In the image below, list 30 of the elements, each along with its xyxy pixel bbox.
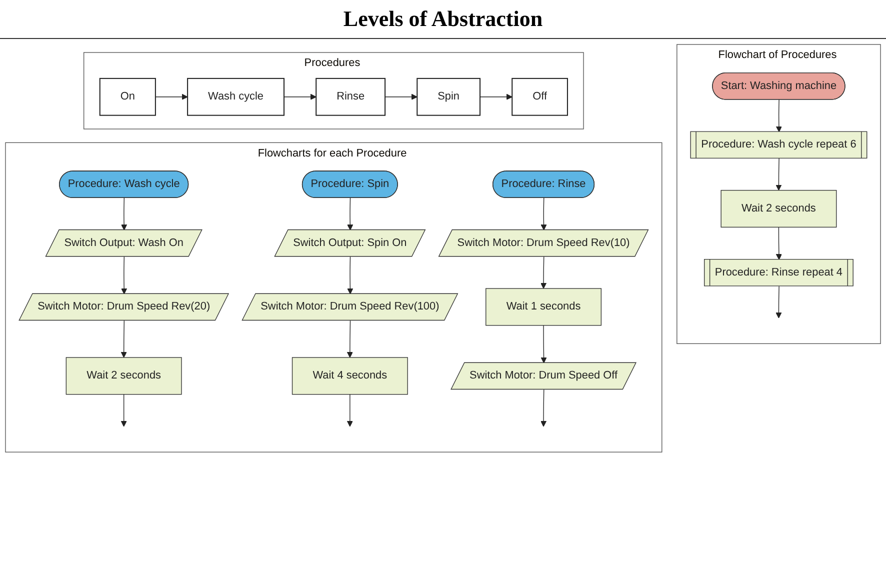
arrow — [121, 256, 128, 294]
arrow — [776, 286, 782, 318]
arrow — [284, 94, 316, 100]
arrow — [346, 320, 353, 358]
arrow — [347, 198, 354, 230]
arrow — [155, 94, 188, 100]
diagram-title: Levels of Abstraction — [0, 0, 886, 39]
node-box: Spin — [416, 78, 481, 116]
arrow — [347, 256, 354, 294]
arrow — [540, 389, 547, 427]
arrow — [120, 320, 127, 358]
arrow — [346, 394, 353, 427]
node-box: On — [99, 78, 156, 116]
arrow — [384, 94, 418, 100]
node-box: Wait 1 seconds — [486, 288, 602, 326]
arrow — [121, 198, 128, 230]
node-box: Rinse — [316, 78, 386, 116]
node-box: Wait 2 seconds — [66, 357, 182, 395]
node-box: Wash cycle — [187, 78, 285, 116]
arrow — [776, 158, 782, 191]
arrow — [480, 94, 512, 100]
node-box: Off — [512, 78, 568, 116]
arrow — [776, 226, 782, 260]
arrow — [540, 198, 547, 230]
node-box: Wait 4 seconds — [292, 357, 408, 395]
arrow — [776, 99, 782, 132]
node-box: Wait 2 seconds — [720, 190, 837, 228]
arrow — [120, 394, 127, 427]
arrow — [540, 325, 547, 364]
arrow — [540, 256, 547, 289]
